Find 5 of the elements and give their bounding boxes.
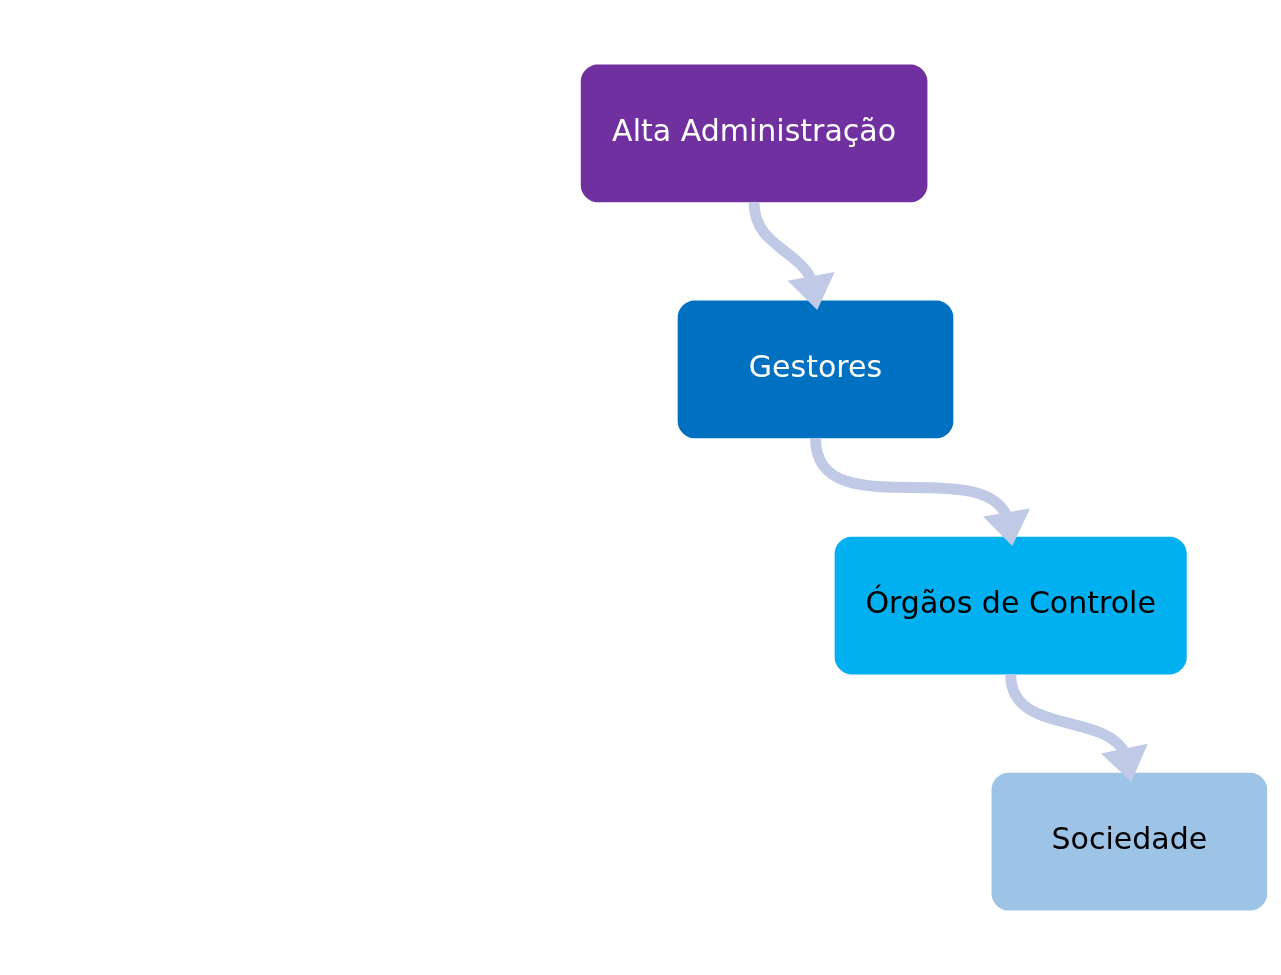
node-box: Sociedade [991, 772, 1268, 911]
node-box: Alta Administração [580, 64, 928, 203]
node-box: Órgãos de Controle [834, 536, 1187, 675]
arrow [748, 201, 835, 310]
node-box: Gestores [677, 300, 954, 439]
